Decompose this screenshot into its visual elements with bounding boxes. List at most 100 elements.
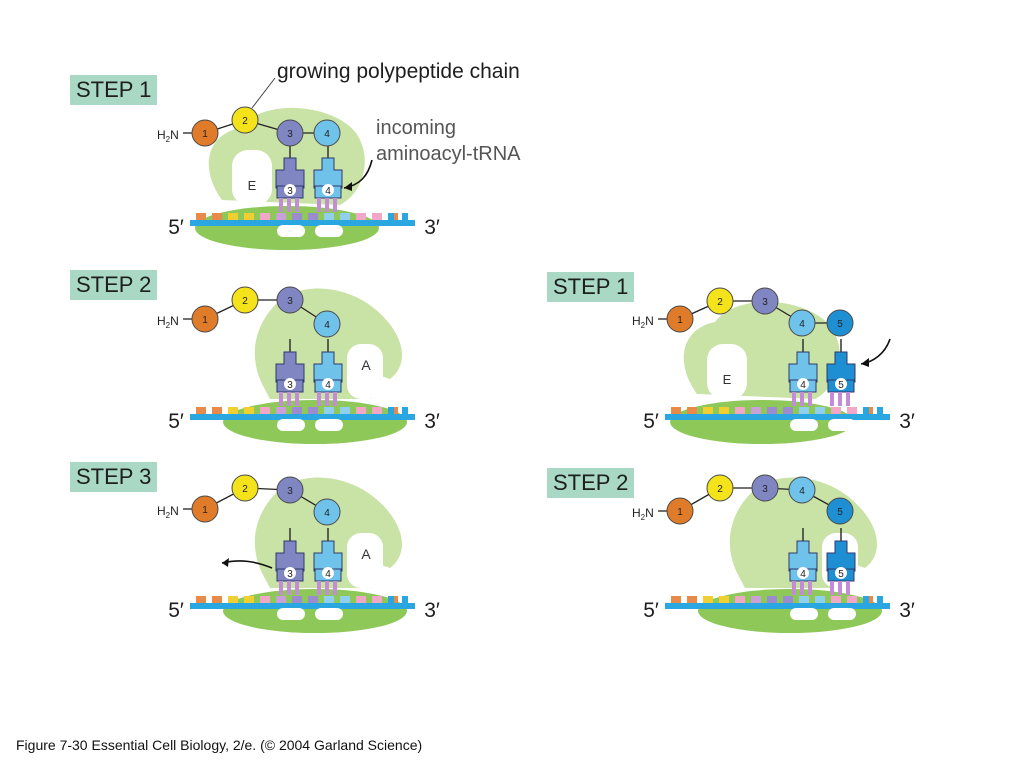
trna-anticodon-base (800, 392, 804, 406)
amino-acid-number: 5 (837, 507, 843, 518)
trna-anticodon-base (792, 392, 796, 406)
amino-acid-number: 4 (324, 320, 330, 331)
trna-number: 4 (325, 186, 331, 197)
trna-number: 3 (287, 569, 293, 580)
trna-label-circle (322, 184, 334, 196)
trna-number: 4 (800, 380, 806, 391)
amino-acid-5 (826, 309, 854, 337)
trna-anticodon-base (295, 392, 299, 406)
mrna-strand (190, 414, 415, 420)
mrna-codon (735, 407, 745, 414)
mrna-codon (212, 407, 222, 414)
amino-acid-4 (313, 498, 341, 526)
n-terminus-label: H2N (632, 314, 654, 330)
amino-acid-number: 1 (677, 315, 683, 326)
mrna-codon (276, 213, 286, 220)
mrna-codon (703, 407, 713, 414)
ribosome-slot (790, 608, 818, 620)
mrna-codon (276, 407, 286, 414)
amino-acid-4 (313, 119, 341, 147)
n-terminus-subscript: 2 (641, 513, 646, 522)
amino-acid-number: 1 (677, 507, 683, 518)
amino-acid-1 (191, 305, 219, 333)
amino-acid-1 (191, 495, 219, 523)
mrna-codon (356, 596, 366, 603)
amino-acid-number: 1 (202, 315, 208, 326)
trna-anticodon-base (333, 392, 337, 406)
amino-acid-number: 3 (287, 486, 293, 497)
mrna-codon (388, 407, 394, 414)
trna-number: 5 (838, 569, 844, 580)
mrna-codon (340, 596, 350, 603)
trna-3: 3 (275, 145, 305, 212)
amino-acid-number: 4 (799, 319, 805, 330)
step-label-5: STEP 2 (547, 468, 635, 498)
trna-anticodon-base (317, 581, 321, 595)
mrna-codon (196, 213, 206, 220)
trna-anticodon-base (295, 581, 299, 595)
site-a-label: A (361, 357, 371, 373)
mrna-codon (228, 596, 238, 603)
amino-acid-2 (706, 474, 734, 502)
amino-acid-number: 4 (324, 129, 330, 140)
mrna-codon (799, 596, 809, 603)
mrna-codon (356, 213, 366, 220)
trna-label-circle (322, 378, 334, 390)
mrna-codon (751, 407, 761, 414)
ribosome-slot (315, 225, 343, 237)
trna-anticodon-base (317, 392, 321, 406)
small-subunit (670, 400, 854, 444)
site-a-pocket (347, 533, 383, 588)
amino-acid-number: 2 (242, 296, 248, 307)
amino-acid-3 (276, 476, 304, 504)
ribosome-slot (315, 419, 343, 431)
trna-label-circle (835, 378, 847, 390)
mrna-codon (687, 407, 697, 414)
trna-label-circle (284, 567, 296, 579)
mrna-codon (308, 407, 318, 414)
trna-5: 5 (826, 528, 856, 595)
mrna-codon (212, 596, 222, 603)
trna-body (826, 540, 856, 572)
mrna-codon (324, 596, 334, 603)
mrna-codon (815, 407, 825, 414)
mrna-codon (372, 213, 382, 220)
mrna-codon (703, 596, 713, 603)
trna-label-circle (797, 378, 809, 390)
trna-number: 4 (325, 569, 331, 580)
n-terminus-tail: N (170, 314, 179, 328)
mrna-codon (863, 407, 869, 414)
mrna-codon (388, 596, 394, 603)
amino-acid-number: 2 (717, 297, 723, 308)
mrna-codon (719, 407, 729, 414)
mrna-codon (877, 596, 883, 603)
trna-body (313, 157, 343, 189)
n-terminus-label: H2N (157, 504, 179, 520)
trna-anticodon-base (279, 581, 283, 595)
mrna-codon (340, 213, 350, 220)
three-prime-label: 3′ (899, 410, 915, 433)
ribosome-slot (277, 419, 305, 431)
mrna-codon (671, 596, 681, 603)
trna-4: 4 (313, 145, 343, 212)
ribosome-slot (315, 608, 343, 620)
trna-label-circle (284, 378, 296, 390)
trna-anticodon-base (279, 392, 283, 406)
trna-label-circle (322, 567, 334, 579)
n-terminus-label: H2N (157, 128, 179, 144)
figure-caption: Figure 7-30 Essential Cell Biology, 2/e.… (16, 737, 423, 753)
mrna-codon (292, 596, 302, 603)
amino-acid-3 (751, 474, 779, 502)
five-prime-label: 5′ (168, 599, 184, 622)
trna-5: 5 (826, 339, 856, 406)
three-prime-label: 3′ (424, 410, 440, 433)
three-prime-label: 3′ (899, 599, 915, 622)
amino-acid-4 (788, 476, 816, 504)
mrna-codon (402, 407, 408, 414)
mrna-codon (847, 407, 857, 414)
trna-anticodon-base (325, 198, 329, 212)
trna-body (788, 351, 818, 383)
n-terminus-subscript: 2 (166, 135, 171, 144)
